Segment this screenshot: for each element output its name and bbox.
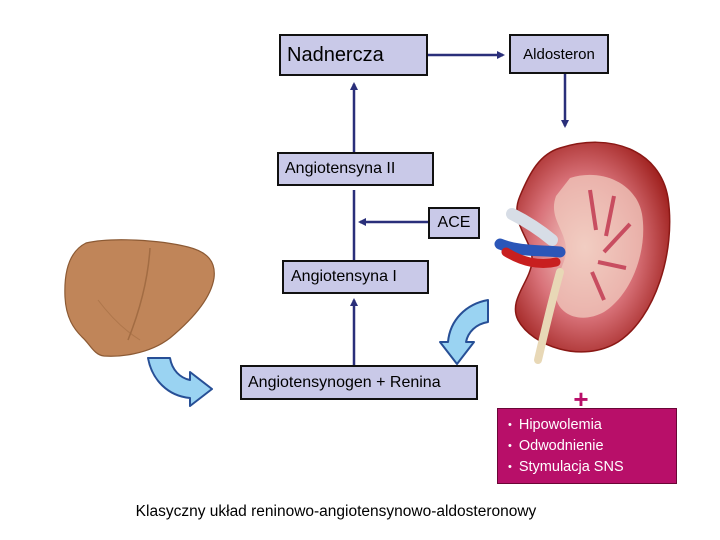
node-angiotensyna-ii: Angiotensyna II — [277, 152, 434, 186]
cause-item: Hipowolemia — [508, 415, 676, 436]
curved-arrow-icon — [147, 357, 213, 407]
liver-icon — [64, 239, 215, 357]
node-nadnercza: Nadnercza — [279, 34, 428, 76]
node-angiotensynogen-renina: Angiotensynogen + Renina — [240, 365, 478, 400]
node-label: Aldosteron — [523, 45, 595, 63]
node-label: Angiotensyna II — [285, 160, 396, 177]
connector-lines — [350, 51, 569, 365]
cause-item: Odwodnienie — [508, 436, 676, 457]
kidney-icon — [494, 141, 671, 364]
diagram-caption: Klasyczny układ reninowo-angiotensynowo-… — [135, 503, 537, 520]
node-label: Angiotensyna I — [291, 268, 397, 285]
plus-sign: + — [573, 384, 588, 414]
node-aldosteron: Aldosteron — [509, 34, 609, 74]
node-angiotensyna-i: Angiotensyna I — [282, 260, 429, 294]
curved-arrow-icon — [439, 299, 489, 365]
causes-box: Hipowolemia Odwodnienie Stymulacja SNS — [497, 408, 677, 484]
causes-list: Hipowolemia Odwodnienie Stymulacja SNS — [508, 415, 676, 478]
cause-item: Stymulacja SNS — [508, 457, 676, 478]
node-label: Angiotensynogen + Renina — [248, 373, 441, 391]
node-label: Nadnercza — [287, 43, 384, 66]
node-label: ACE — [437, 214, 471, 231]
node-ace: ACE — [428, 207, 480, 239]
